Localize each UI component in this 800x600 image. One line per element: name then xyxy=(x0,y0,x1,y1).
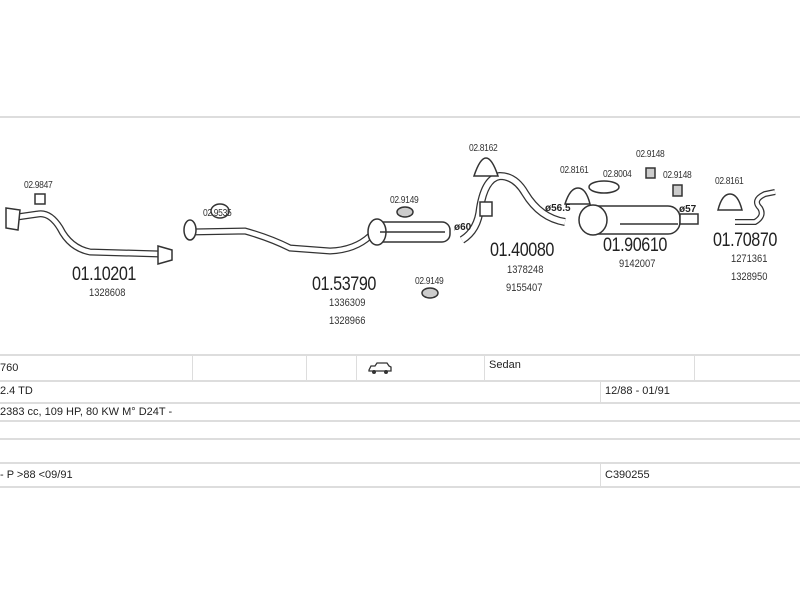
empty-cell xyxy=(694,356,800,380)
accessory-label: 02.8161 xyxy=(715,176,744,187)
note-cell: - P >88 <09/91 xyxy=(0,469,73,481)
empty-cell xyxy=(192,356,307,380)
accessory-label: 02.8161 xyxy=(560,165,589,176)
part-number[interactable]: 01.10201 xyxy=(72,264,136,285)
body-type-cell: Sedan xyxy=(484,356,685,380)
oe-number: 1328966 xyxy=(329,315,366,327)
oe-number: 1271361 xyxy=(731,253,768,265)
model-cell: 760 xyxy=(0,362,19,374)
table-row-model: 760 Sedan xyxy=(0,354,800,382)
middle-pipe-drawing xyxy=(183,218,451,255)
accessory-label: 02.9149 xyxy=(415,276,444,287)
accessory-label: 02.9149 xyxy=(390,195,419,206)
oe-number: 1336309 xyxy=(329,297,366,309)
engine-details-cell: 2383 cc, 109 HP, 80 KW M° D24T - xyxy=(0,406,173,418)
table-row-empty xyxy=(0,422,800,440)
rear-silencer-drawing xyxy=(578,204,699,236)
diameter-label: ø57 xyxy=(679,204,697,215)
part-number[interactable]: 01.40080 xyxy=(490,240,554,261)
accessory-label: 02.9535 xyxy=(203,208,232,219)
oe-number: 1328608 xyxy=(89,287,126,299)
table-row-engine-details: 2383 cc, 109 HP, 80 KW M° D24T - xyxy=(0,404,800,422)
part-number[interactable]: 01.90610 xyxy=(603,235,667,256)
production-cell: 12/88 - 01/91 xyxy=(600,380,800,402)
accessory-label: 02.9148 xyxy=(663,170,692,181)
accessory-label: 02.9148 xyxy=(636,149,665,160)
accessory-icons xyxy=(34,157,743,299)
accessory-label: 02.9847 xyxy=(24,180,53,191)
body-icon-cell xyxy=(356,356,485,380)
top-divider xyxy=(0,116,800,118)
table-row-note: - P >88 <09/91 C390255 xyxy=(0,464,800,488)
exhaust-diagram xyxy=(5,157,776,299)
oe-number: 1378248 xyxy=(507,264,544,276)
front-pipe-drawing xyxy=(5,207,173,265)
oe-number: 9155407 xyxy=(506,282,543,294)
accessory-label: 02.8162 xyxy=(469,143,498,154)
table-row-engine: 2.4 TD 12/88 - 01/91 xyxy=(0,380,800,404)
oe-number: 1328950 xyxy=(731,271,768,283)
code-cell: C390255 xyxy=(600,464,800,486)
intermediate-pipe-drawing xyxy=(459,171,566,244)
part-number[interactable]: 01.70870 xyxy=(713,230,777,251)
diameter-label: ø60 xyxy=(454,222,472,233)
oe-number: 9142007 xyxy=(619,258,656,270)
engine-cell: 2.4 TD xyxy=(0,385,33,397)
tail-pipe-drawing xyxy=(735,189,776,225)
accessory-label: 02.8004 xyxy=(603,169,632,180)
part-number[interactable]: 01.53790 xyxy=(312,274,376,295)
empty-cell xyxy=(306,356,357,380)
table-row-empty xyxy=(0,440,800,464)
sedan-car-icon xyxy=(368,362,392,374)
diameter-label: ø56.5 xyxy=(545,203,571,214)
